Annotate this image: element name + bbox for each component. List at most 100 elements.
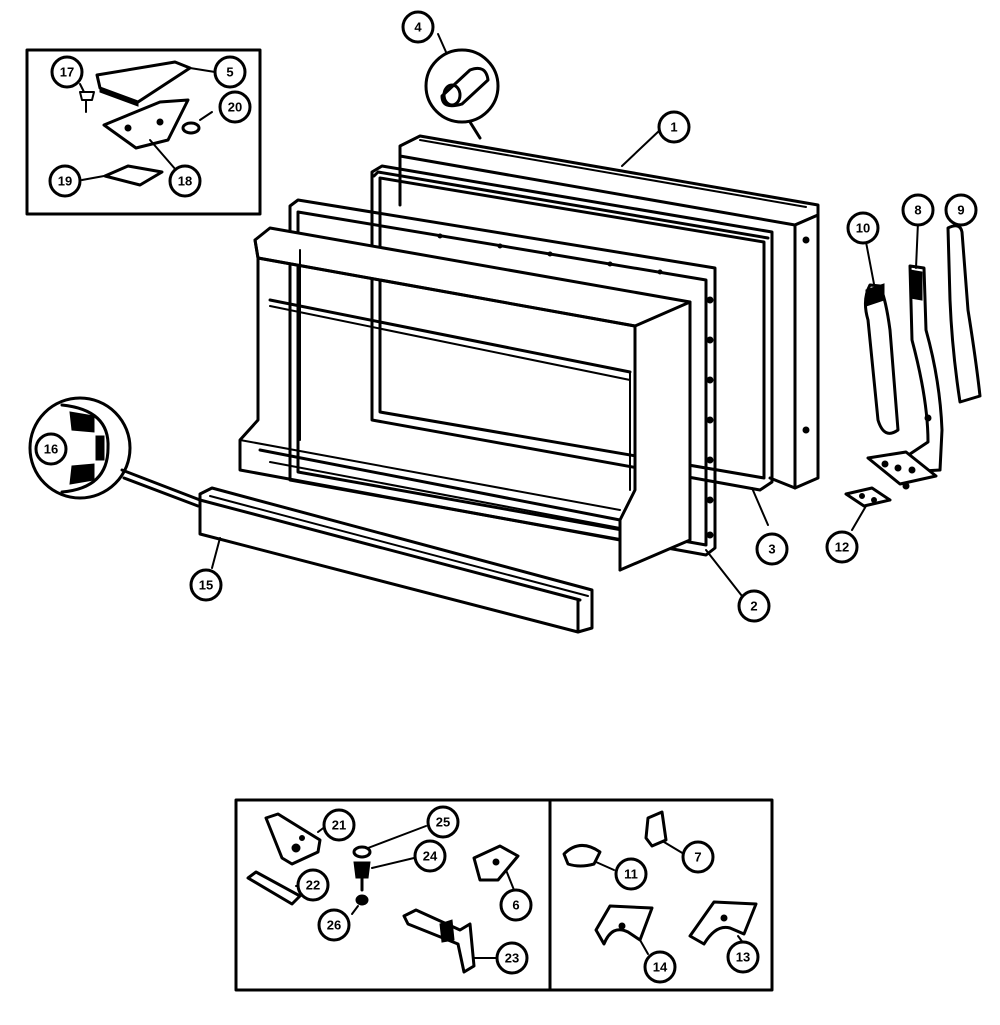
handle-parts <box>844 221 982 531</box>
leader-1 <box>621 129 661 167</box>
part-11-cap <box>562 844 602 868</box>
leader-16 <box>120 468 202 502</box>
part-16-detail <box>28 396 202 508</box>
leader-5 <box>189 67 216 73</box>
leader-17 <box>79 83 85 93</box>
part-3-door-gasket <box>370 164 774 526</box>
callout-1: 1 <box>657 110 691 144</box>
callout-1-label: 1 <box>670 120 677 135</box>
callout-26-label: 26 <box>327 918 341 933</box>
callout-7-label: 7 <box>694 850 701 865</box>
part-7-plug <box>644 810 668 848</box>
leader-2 <box>705 549 743 597</box>
part-4-plug-end <box>442 83 462 107</box>
callout-25: 25 <box>426 805 460 839</box>
part-13-clip <box>688 900 758 946</box>
callout-8: 8 <box>901 193 935 227</box>
part-12-shim <box>844 486 892 508</box>
part-22-rod <box>246 870 302 906</box>
callout-6: 6 <box>499 888 533 922</box>
callout-23: 23 <box>495 941 529 975</box>
callout-8-label: 8 <box>914 203 921 218</box>
callout-5-label: 5 <box>226 65 233 80</box>
callout-10-label: 10 <box>856 221 870 236</box>
leader-24 <box>371 857 415 869</box>
callout-6-label: 6 <box>512 898 519 913</box>
leader-25 <box>367 825 427 849</box>
part-15-door-trim <box>198 486 594 634</box>
leader-6 <box>505 869 515 891</box>
callout-7: 7 <box>681 840 715 874</box>
leader-3 <box>751 487 769 526</box>
leader-8 <box>915 221 919 269</box>
part-4-detail <box>424 33 500 140</box>
inset-frame-top-left <box>25 48 262 216</box>
leader-7 <box>663 841 685 855</box>
leader-15 <box>211 537 221 569</box>
part-4-plug <box>440 66 490 108</box>
callout-22: 22 <box>296 868 330 902</box>
part-10-handle-strap <box>863 283 900 435</box>
callout-11-label: 11 <box>624 867 638 882</box>
callout-24-label: 24 <box>423 849 438 864</box>
leader-4-pointer <box>468 120 482 140</box>
part-23-hinge <box>402 908 476 974</box>
callout-3: 3 <box>755 532 789 566</box>
door-liner-bin <box>238 226 692 572</box>
callout-24: 24 <box>413 839 447 873</box>
callout-10: 10 <box>846 211 880 245</box>
callout-13: 13 <box>726 940 760 974</box>
callout-12: 12 <box>825 530 859 564</box>
callout-2-label: 2 <box>750 599 757 614</box>
inset-hinge-parts <box>25 48 262 216</box>
callout-2: 2 <box>737 589 771 623</box>
part-26-washer <box>355 894 369 906</box>
callout-20: 20 <box>218 90 252 124</box>
callout-13-label: 13 <box>736 950 750 965</box>
callout-5: 5 <box>213 55 247 89</box>
part-18-hinge-bracket <box>102 98 190 150</box>
callout-15: 15 <box>189 568 223 602</box>
callout-20-label: 20 <box>228 100 242 115</box>
callout-21: 21 <box>322 808 356 842</box>
inset-frame-bottom <box>234 798 774 992</box>
callout-3-label: 3 <box>768 542 775 557</box>
part-18-hole-a <box>124 124 132 132</box>
callout-18-label: 18 <box>178 174 192 189</box>
part-18-hole-b <box>156 118 164 126</box>
part-21-bracket <box>264 812 322 866</box>
part-16-magnifier <box>28 396 132 500</box>
leader-19 <box>81 175 105 181</box>
callout-12-label: 12 <box>835 540 849 555</box>
leader-12 <box>851 505 867 531</box>
callout-11: 11 <box>614 857 648 891</box>
part-4-magnifier <box>424 48 500 124</box>
part-20-washer <box>181 121 201 135</box>
leader-18 <box>149 139 177 171</box>
part-24-spacer <box>353 861 371 879</box>
leader-20 <box>199 111 213 121</box>
callout-21-label: 21 <box>332 818 346 833</box>
callout-16: 16 <box>34 432 68 466</box>
leader-10 <box>865 241 875 285</box>
part-8-mount-plate <box>866 450 938 486</box>
callout-23-label: 23 <box>505 951 519 966</box>
leader-26 <box>351 905 359 915</box>
callouts: 1 2 3 4 5 6 7 8 9 10 11 12 13 14 15 16 1… <box>34 10 978 984</box>
callout-9-label: 9 <box>957 203 964 218</box>
callout-18: 18 <box>168 164 202 198</box>
callout-19: 19 <box>48 164 82 198</box>
callout-19-label: 19 <box>58 174 72 189</box>
part-17-screw <box>79 91 95 113</box>
callout-22-label: 22 <box>306 878 320 893</box>
leader-11 <box>595 861 615 871</box>
callout-26: 26 <box>317 908 351 942</box>
part-9-handle-cover <box>946 224 982 404</box>
callout-25-label: 25 <box>436 815 450 830</box>
callout-14: 14 <box>643 950 677 984</box>
callout-9: 9 <box>944 193 978 227</box>
leader-14 <box>639 939 649 955</box>
callout-17: 17 <box>50 55 84 89</box>
callout-4-label: 4 <box>414 20 422 35</box>
callout-14-label: 14 <box>653 960 668 975</box>
